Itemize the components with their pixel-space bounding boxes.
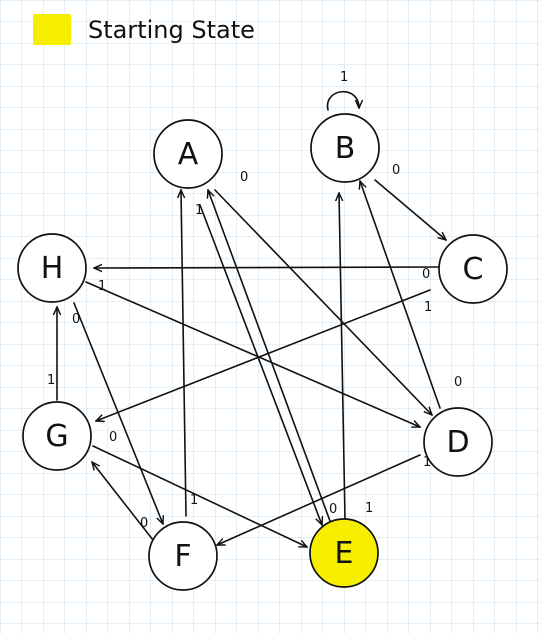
- transition-b-to-b: [326, 90, 359, 111]
- transition-label-e-to-a: 0: [329, 502, 337, 517]
- legend-swatch: [33, 14, 71, 45]
- state-g-label: G: [45, 419, 68, 454]
- transition-label-h-to-d: 1: [98, 279, 106, 294]
- transition-label-a-to-d: 0: [240, 170, 248, 185]
- state-e-label: E: [335, 536, 354, 571]
- transition-h-to-d: [85, 281, 420, 428]
- transition-labels-layer: 0 1 1 0 0 1 0 1 0 1 0 1 1 0 1 0: [47, 70, 462, 531]
- state-e: E: [309, 518, 379, 588]
- transition-g-to-e: [92, 445, 307, 548]
- transition-label-h-to-f: 0: [72, 312, 80, 327]
- state-f-label: F: [174, 539, 191, 574]
- state-b-circle: [310, 113, 380, 183]
- transition-label-d-to-f: 1: [423, 455, 431, 470]
- transition-label-f-to-a: 1: [190, 493, 198, 508]
- state-h: H: [17, 233, 87, 303]
- transition-label-a-to-e: 1: [195, 203, 203, 218]
- state-d: D: [423, 407, 493, 477]
- state-c: C: [438, 234, 508, 304]
- state-c-label: C: [463, 252, 484, 287]
- transition-e-to-a: [208, 190, 331, 522]
- state-c-circle: [438, 234, 508, 304]
- transition-a-to-d: [214, 189, 432, 415]
- transition-label-e-to-b: 1: [365, 501, 373, 516]
- state-a-label: A: [178, 137, 199, 172]
- transition-h-to-f: [73, 302, 163, 524]
- state-h-circle: [17, 233, 87, 303]
- state-g: G: [22, 401, 92, 471]
- transition-a-to-e: [199, 204, 322, 525]
- transition-b-to-c: [374, 179, 446, 240]
- state-e-circle: [309, 518, 379, 588]
- state-b-label: B: [335, 131, 356, 166]
- states-layer: A B C D E F G H: [17, 113, 508, 591]
- transition-label-f-to-g: 0: [140, 516, 148, 531]
- transition-e-to-b: [339, 193, 346, 520]
- transition-f-to-a: [181, 190, 187, 517]
- transition-label-g-to-h: 1: [47, 373, 55, 388]
- transitions-layer: [57, 90, 446, 548]
- transition-d-to-b: [360, 181, 441, 409]
- transition-label-c-to-h: 0: [422, 267, 430, 282]
- state-f: F: [148, 521, 218, 591]
- transition-c-to-g: [96, 289, 431, 421]
- state-b: B: [310, 113, 380, 183]
- transition-f-to-g: [92, 462, 154, 541]
- state-d-label: D: [446, 425, 469, 460]
- transition-c-to-h: [94, 267, 441, 268]
- state-a: A: [153, 119, 223, 189]
- transition-label-g-to-e: 0: [109, 430, 117, 445]
- legend: Starting State: [33, 14, 255, 45]
- transition-label-d-to-b: 0: [454, 375, 462, 390]
- state-d-circle: [423, 407, 493, 477]
- state-g-circle: [22, 401, 92, 471]
- transition-d-to-f: [217, 454, 421, 546]
- state-a-circle: [153, 119, 223, 189]
- legend-label: Starting State: [88, 16, 255, 44]
- state-h-label: H: [41, 251, 64, 286]
- state-f-circle: [148, 521, 218, 591]
- transition-label-c-to-g: 1: [424, 300, 432, 315]
- transition-label-b-to-c: 0: [392, 163, 400, 178]
- transition-label-b-to-b: 1: [340, 70, 348, 85]
